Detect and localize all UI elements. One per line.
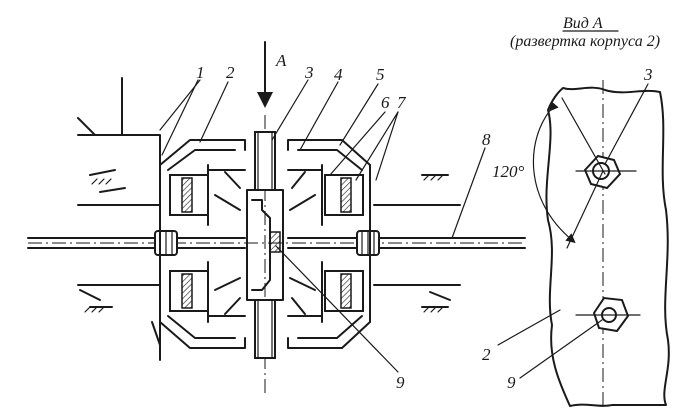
callout-6: 6 xyxy=(381,93,390,112)
callout-7: 7 xyxy=(397,93,407,112)
callout-3: 3 xyxy=(304,63,314,82)
leader-r9 xyxy=(519,319,603,379)
bearings xyxy=(169,174,364,312)
callout-9: 9 xyxy=(396,373,405,392)
angle-label: 120° xyxy=(492,162,525,181)
right-callout-3: 3 xyxy=(643,65,653,84)
housing-development-strip xyxy=(545,86,670,407)
view-a-title: Вид А xyxy=(563,15,603,32)
callout-2: 2 xyxy=(226,63,235,82)
leader-r2 xyxy=(497,309,561,346)
axle-shafts xyxy=(27,230,526,256)
cross-spider xyxy=(246,131,284,359)
angle-120: 120° xyxy=(492,97,606,249)
bolt-3 xyxy=(575,154,637,190)
right-callout-9: 9 xyxy=(507,373,516,392)
callout-1: 1 xyxy=(196,63,205,82)
callout-5: 5 xyxy=(376,65,385,84)
view-arrow-a: A xyxy=(257,41,287,108)
right-callout-2: 2 xyxy=(482,345,491,364)
callout-8: 8 xyxy=(482,130,491,149)
frame-structure xyxy=(77,77,461,361)
bolt-9 xyxy=(575,296,641,333)
view-a-subtitle: (развертка корпуса 2) xyxy=(510,33,660,50)
leader-r3 xyxy=(604,83,649,165)
section-view: A 1 2 3 4 5 6 7 8 9 xyxy=(27,41,526,395)
callout-4: 4 xyxy=(334,65,343,84)
view-a: Вид А (развертка корпуса 2) 120° xyxy=(482,15,670,407)
side-gears xyxy=(207,169,323,317)
arrow-a-label: A xyxy=(275,51,287,70)
leader-lines xyxy=(159,79,486,373)
